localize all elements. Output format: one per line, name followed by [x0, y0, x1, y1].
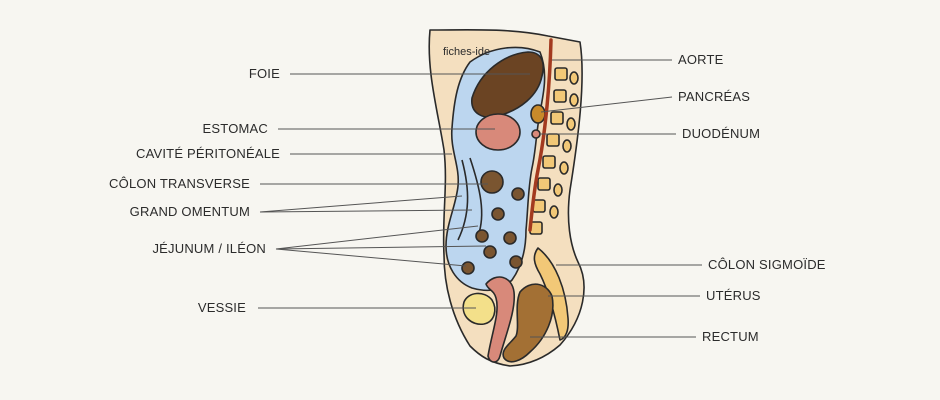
labels-left: FOIE ESTOMAC CAVITÉ PÉRITONÉALE CÔLON TR…	[109, 66, 280, 315]
spinous-process	[549, 205, 559, 219]
label-foie: FOIE	[249, 66, 280, 81]
vertebra	[554, 67, 568, 81]
vertebra	[553, 89, 567, 103]
urethra-shape	[485, 276, 516, 363]
vertebra	[537, 177, 551, 191]
label-jejunum-ileon: JÉJUNUM / ILÉON	[152, 241, 266, 256]
bowel-loop	[483, 245, 497, 259]
leader-lines-right	[530, 59, 702, 338]
label-colon-sigmoide: CÔLON SIGMOÏDE	[708, 257, 826, 272]
transverse-colon-shape	[480, 170, 504, 194]
greater-omentum-shape	[457, 157, 483, 241]
bowel-loop	[503, 231, 517, 245]
spinous-process	[569, 93, 579, 107]
small-bowel-loops	[461, 187, 525, 275]
stomach-shape	[475, 113, 521, 151]
pancreas-shape	[530, 104, 546, 124]
label-aorte: AORTE	[678, 52, 724, 67]
credit-text: fiches-ide	[443, 46, 490, 58]
vertebra	[546, 133, 560, 147]
vertebra	[550, 111, 564, 125]
bowel-loop	[509, 255, 523, 269]
bowel-loop	[461, 261, 475, 275]
label-rectum: RECTUM	[702, 329, 759, 344]
label-grand-omentum: GRAND OMENTUM	[130, 204, 250, 219]
spinous-process	[569, 71, 579, 85]
duodenum-shape	[531, 129, 541, 139]
spinous-process	[553, 183, 563, 197]
label-colon-transverse: CÔLON TRANSVERSE	[109, 176, 250, 191]
bowel-loop	[511, 187, 525, 201]
aorta-shape	[528, 38, 553, 232]
spinous-process	[559, 161, 569, 175]
spinous-process	[566, 117, 576, 131]
labels-right: AORTE PANCRÉAS DUODÉNUM CÔLON SIGMOÏDE U…	[678, 52, 826, 344]
spinous-process	[562, 139, 572, 153]
label-vessie: VESSIE	[198, 300, 246, 315]
uterus-shape	[502, 283, 554, 363]
peritoneal-cavity-shape	[445, 46, 546, 292]
label-estomac: ESTOMAC	[203, 121, 268, 136]
label-pancreas: PANCRÉAS	[678, 89, 750, 104]
label-duodenum: DUODÉNUM	[682, 126, 760, 141]
bowel-loop	[475, 229, 489, 243]
bowel-loop	[491, 207, 505, 221]
leader-lines-left	[258, 73, 530, 309]
label-uterus: UTÉRUS	[706, 288, 761, 303]
label-cavite-peritoneale: CAVITÉ PÉRITONÉALE	[136, 146, 280, 161]
bladder-shape	[462, 292, 496, 326]
vertebra	[542, 155, 556, 169]
